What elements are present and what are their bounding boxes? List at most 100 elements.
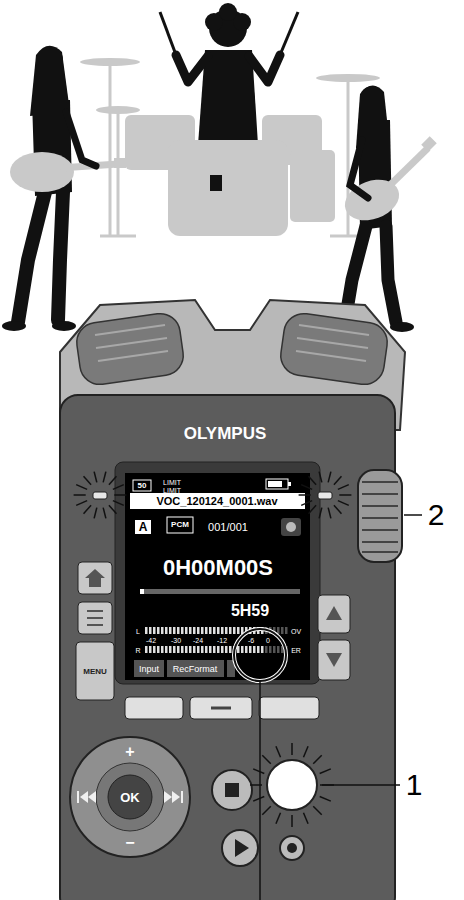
- file-counter: 001/001: [208, 522, 248, 533]
- elapsed-time: 0H00M00S: [163, 557, 273, 579]
- meter-bar: [169, 627, 172, 634]
- meter-bar: [177, 646, 180, 653]
- remaining-time: 5H59: [231, 603, 269, 619]
- meter-bar: [237, 646, 240, 653]
- meter-bar: [225, 646, 228, 653]
- meter-bar: [213, 627, 216, 634]
- flash-ray: [113, 485, 124, 490]
- meter-bar: [161, 627, 164, 634]
- flash-ray: [334, 505, 342, 514]
- flash-ray: [84, 476, 92, 485]
- meter-bar: [253, 646, 256, 653]
- meter-scale: -12: [217, 637, 227, 644]
- display-screen: [125, 473, 310, 680]
- meter-bar: [265, 646, 268, 653]
- button-label: +: [125, 744, 134, 760]
- flash-ray: [262, 806, 270, 814]
- meter-bar: [221, 627, 224, 634]
- flash-ray: [94, 472, 97, 483]
- flash-ray: [103, 508, 106, 519]
- meter-bar: [153, 627, 156, 634]
- meter-bar: [161, 646, 164, 653]
- flash-ray: [113, 501, 124, 506]
- flash-ray: [103, 472, 106, 483]
- folder-letter: A: [139, 521, 148, 533]
- meter-bar: [285, 627, 288, 634]
- flash-ray: [253, 769, 264, 774]
- flash-ray: [303, 813, 308, 824]
- screen-indicator: LIMIT: [163, 479, 181, 486]
- recorder-body: [60, 300, 405, 900]
- screen-indicator: 50: [138, 482, 147, 490]
- flash-ray: [309, 476, 317, 485]
- meter-bar: [181, 627, 184, 634]
- meter-bar: [157, 627, 160, 634]
- flash-ray: [84, 505, 92, 514]
- meter-bar: [229, 646, 232, 653]
- meter-bar: [165, 627, 168, 634]
- function-buttons: [125, 697, 319, 719]
- meter-bar: [249, 646, 252, 653]
- meter-bar: [217, 627, 220, 634]
- flash-ray: [301, 485, 312, 490]
- brand-name: OLYMPUS: [184, 425, 267, 442]
- meter-scale: OV: [291, 628, 301, 635]
- meter-scale: -6: [248, 637, 254, 644]
- meter-bar: [233, 627, 236, 634]
- meter-bar: [193, 627, 196, 634]
- guitarist-silhouette: [328, 85, 414, 332]
- guitar: [10, 112, 126, 192]
- flash-ray: [319, 508, 322, 519]
- guitar: [339, 136, 437, 227]
- flash-ray: [114, 494, 126, 496]
- meter-bar: [149, 627, 152, 634]
- flash-ray: [262, 755, 270, 763]
- flash-ray: [109, 476, 117, 485]
- flash-ray: [76, 485, 87, 490]
- meter-bar: [185, 646, 188, 653]
- flash-ray: [276, 746, 281, 757]
- flash-ray: [76, 501, 87, 506]
- meter-bar: [145, 646, 148, 653]
- file-name: VOC_120124_0001.wav: [156, 496, 277, 507]
- meter-bar: [201, 627, 204, 634]
- meter-bar: [157, 646, 160, 653]
- flash-ray: [74, 494, 86, 496]
- menu-tab: Input: [139, 665, 159, 674]
- meter-bar: [221, 646, 224, 653]
- meter-bar: [205, 627, 208, 634]
- meter-bar: [237, 627, 240, 634]
- meter-bar: [241, 646, 244, 653]
- meter-bar: [197, 646, 200, 653]
- meter-bar: [185, 627, 188, 634]
- meter-scale: -30: [171, 637, 181, 644]
- channel-label: L: [136, 628, 140, 635]
- flash-ray: [338, 485, 349, 490]
- flash-ray: [313, 806, 321, 814]
- meter-bar: [217, 646, 220, 653]
- button-label: MENU: [83, 668, 107, 676]
- flash-ray: [94, 508, 97, 519]
- meter-bar: [213, 646, 216, 653]
- flash-ray: [291, 743, 293, 755]
- meter-scale: 0: [266, 637, 270, 644]
- meter-bar: [261, 646, 264, 653]
- meter-bar: [149, 646, 152, 653]
- flash-ray: [319, 472, 322, 483]
- flash-ray: [334, 476, 342, 485]
- microphone: [74, 311, 390, 387]
- meter-bar: [209, 646, 212, 653]
- flash-rays: [74, 472, 352, 827]
- meter-bar: [177, 627, 180, 634]
- flash-ray: [320, 796, 331, 801]
- format-indicator: PCM: [171, 521, 189, 529]
- flash-ray: [309, 505, 317, 514]
- meter-bar: [229, 627, 232, 634]
- callout-number: 2: [428, 500, 445, 530]
- screen-indicator: LIMIT: [163, 487, 181, 494]
- flash-ray: [301, 501, 312, 506]
- flash-ray: [276, 813, 281, 824]
- flash-ray: [320, 769, 331, 774]
